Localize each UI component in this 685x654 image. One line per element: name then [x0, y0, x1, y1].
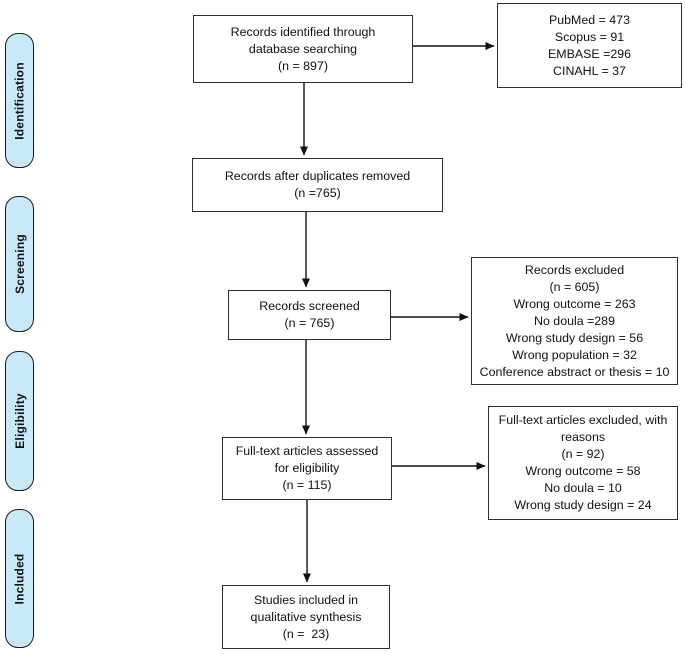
box-records-excluded: Records excluded (n = 605) Wrong outcome… — [471, 257, 678, 385]
stage-identification: Identification — [5, 33, 34, 168]
box-records-identified: Records identified through database sear… — [193, 15, 413, 83]
box-studies-included: Studies included in qualitative synthesi… — [222, 585, 390, 649]
stage-included-label: Included — [12, 553, 27, 604]
stage-screening-label: Screening — [12, 234, 27, 294]
box-duplicates-removed: Records after duplicates removed (n =765… — [192, 158, 443, 212]
box-fulltext-assessed: Full-text articles assessed for eligibil… — [222, 437, 392, 500]
box-database-sources: PubMed = 473 Scopus = 91 EMBASE =296 CIN… — [497, 3, 682, 88]
stage-included: Included — [5, 509, 34, 648]
stage-screening: Screening — [5, 196, 34, 332]
stage-eligibility: Eligibility — [5, 351, 34, 491]
box-fulltext-excluded: Full-text articles excluded, with reason… — [488, 406, 678, 520]
stage-identification-label: Identification — [12, 61, 27, 140]
box-records-screened: Records screened (n = 765) — [228, 290, 391, 340]
stage-eligibility-label: Eligibility — [12, 393, 27, 449]
